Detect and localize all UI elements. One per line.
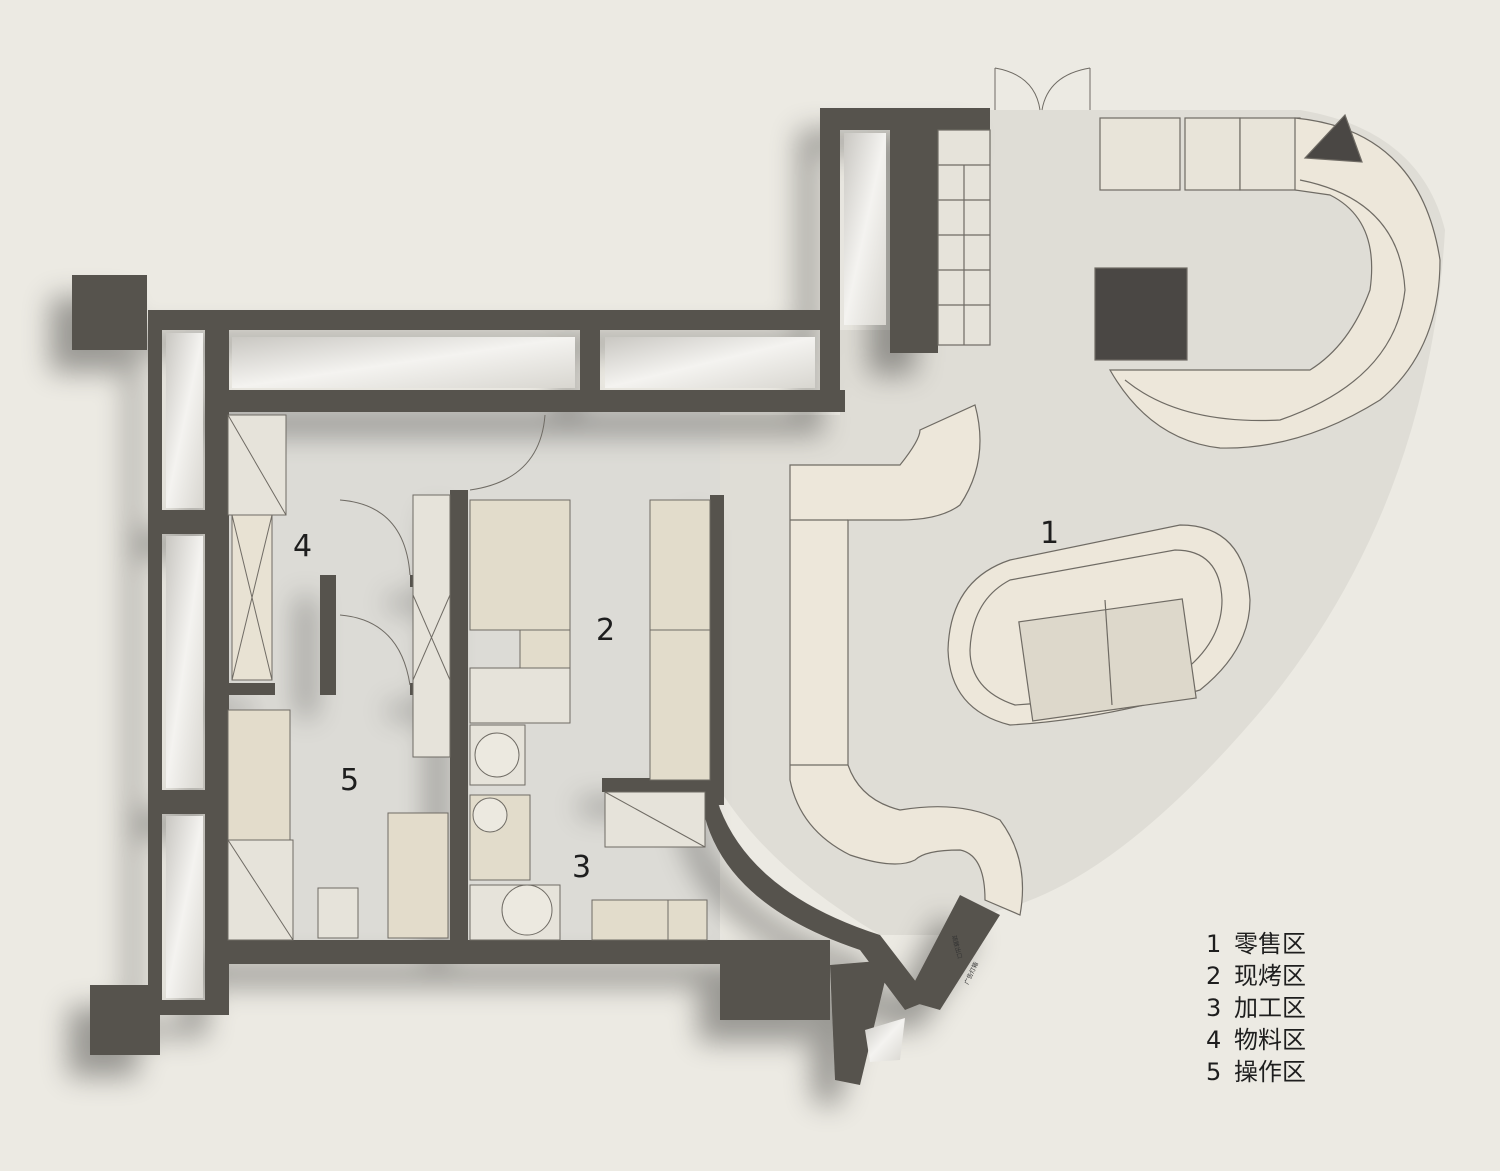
legend-item: 5 操作区	[1206, 1056, 1306, 1088]
wall-top-window-bottom	[205, 390, 845, 412]
wall-entry-right	[905, 895, 1000, 1010]
window-top-2	[605, 337, 815, 388]
wall-sep-3	[148, 1000, 228, 1015]
window-left-2	[166, 536, 203, 788]
cabinet-top-1	[1099, 117, 1181, 191]
curved-counter	[1108, 117, 1441, 449]
table-2	[469, 667, 571, 724]
window-entry	[865, 1018, 905, 1062]
wall-left-top	[148, 310, 838, 330]
window-left-3	[166, 816, 203, 998]
zone-label-3: 3	[572, 850, 591, 885]
oven-1	[469, 499, 571, 631]
walls	[72, 108, 1000, 1085]
wall-upper-right	[890, 108, 910, 353]
wall-upper-shelf-border	[910, 125, 938, 353]
door-4	[339, 499, 411, 576]
legend-label: 物料区	[1234, 1026, 1306, 1054]
legend-label: 零售区	[1234, 930, 1306, 958]
wall-upper-left	[820, 108, 840, 408]
wall-part-4	[320, 575, 336, 695]
wall-part-center	[450, 490, 468, 945]
legend-number: 5	[1206, 1058, 1222, 1086]
legend-label: 加工区	[1234, 994, 1306, 1022]
bin-5	[317, 887, 359, 939]
zone-label-4: 4	[293, 529, 312, 564]
counter-5-right	[387, 812, 449, 939]
oven-right	[649, 499, 711, 781]
wall-top-mid	[580, 325, 600, 405]
counter-inner-line	[1124, 179, 1406, 422]
cabinet-top-3	[1239, 117, 1301, 191]
wall-left-top-block	[72, 275, 147, 350]
retail-floor	[720, 110, 1445, 935]
legend-item: 3 加工区	[1206, 992, 1306, 1024]
legend-item: 4 物料区	[1206, 1024, 1306, 1056]
door-entrance-right	[1041, 67, 1091, 111]
dark-block	[1094, 267, 1188, 361]
zone-numbers: 1 2 3 4 5	[293, 516, 1059, 885]
dark-triangle	[1303, 113, 1363, 163]
zone-label-5: 5	[340, 763, 359, 798]
door-5	[339, 614, 411, 686]
counter-3	[591, 899, 708, 941]
wall-left-bottom-block	[90, 985, 160, 1055]
counter-5-top	[227, 709, 291, 841]
kitchen-fixtures	[227, 414, 711, 941]
wall-entry-curve	[700, 790, 930, 1010]
door-swings	[339, 67, 1091, 686]
wall-sep-1	[148, 510, 228, 534]
sinks	[412, 494, 451, 758]
zone-legend: 1 零售区 2 现烤区 3 加工区 4 物料区 5 操作区	[1206, 928, 1306, 1088]
legend-label: 操作区	[1234, 1058, 1306, 1086]
door-kitchen	[469, 414, 546, 491]
cabinet-top-2	[1184, 117, 1241, 191]
windows	[166, 133, 905, 1062]
legend-number: 1	[1206, 930, 1222, 958]
legend-item: 1 零售区	[1206, 928, 1306, 960]
wall-part-4b	[225, 683, 275, 695]
zone-label-2: 2	[596, 613, 615, 648]
wall-part-right	[710, 495, 724, 805]
island-display	[1018, 598, 1197, 722]
wall-left-outer	[148, 315, 162, 1005]
wall-sep-2	[148, 790, 228, 814]
retail-fixtures	[789, 113, 1441, 916]
wall-part-3	[602, 778, 714, 792]
legend-number: 2	[1206, 962, 1222, 990]
window-top-1	[232, 337, 575, 388]
legend-item: 2 现烤区	[1206, 960, 1306, 992]
zone-label-1: 1	[1040, 516, 1059, 551]
s-counter	[789, 404, 1024, 916]
wall-bottom-block	[720, 940, 830, 1020]
legend-number: 4	[1206, 1026, 1222, 1054]
window-left-1	[166, 333, 203, 508]
legend-number: 3	[1206, 994, 1222, 1022]
window-upper	[844, 133, 886, 325]
legend-label: 现烤区	[1234, 962, 1306, 990]
oven-2	[519, 629, 571, 671]
wall-entry-bottom	[830, 960, 890, 1085]
door-entrance-left	[994, 67, 1041, 111]
wall-left-inner	[205, 315, 229, 1015]
